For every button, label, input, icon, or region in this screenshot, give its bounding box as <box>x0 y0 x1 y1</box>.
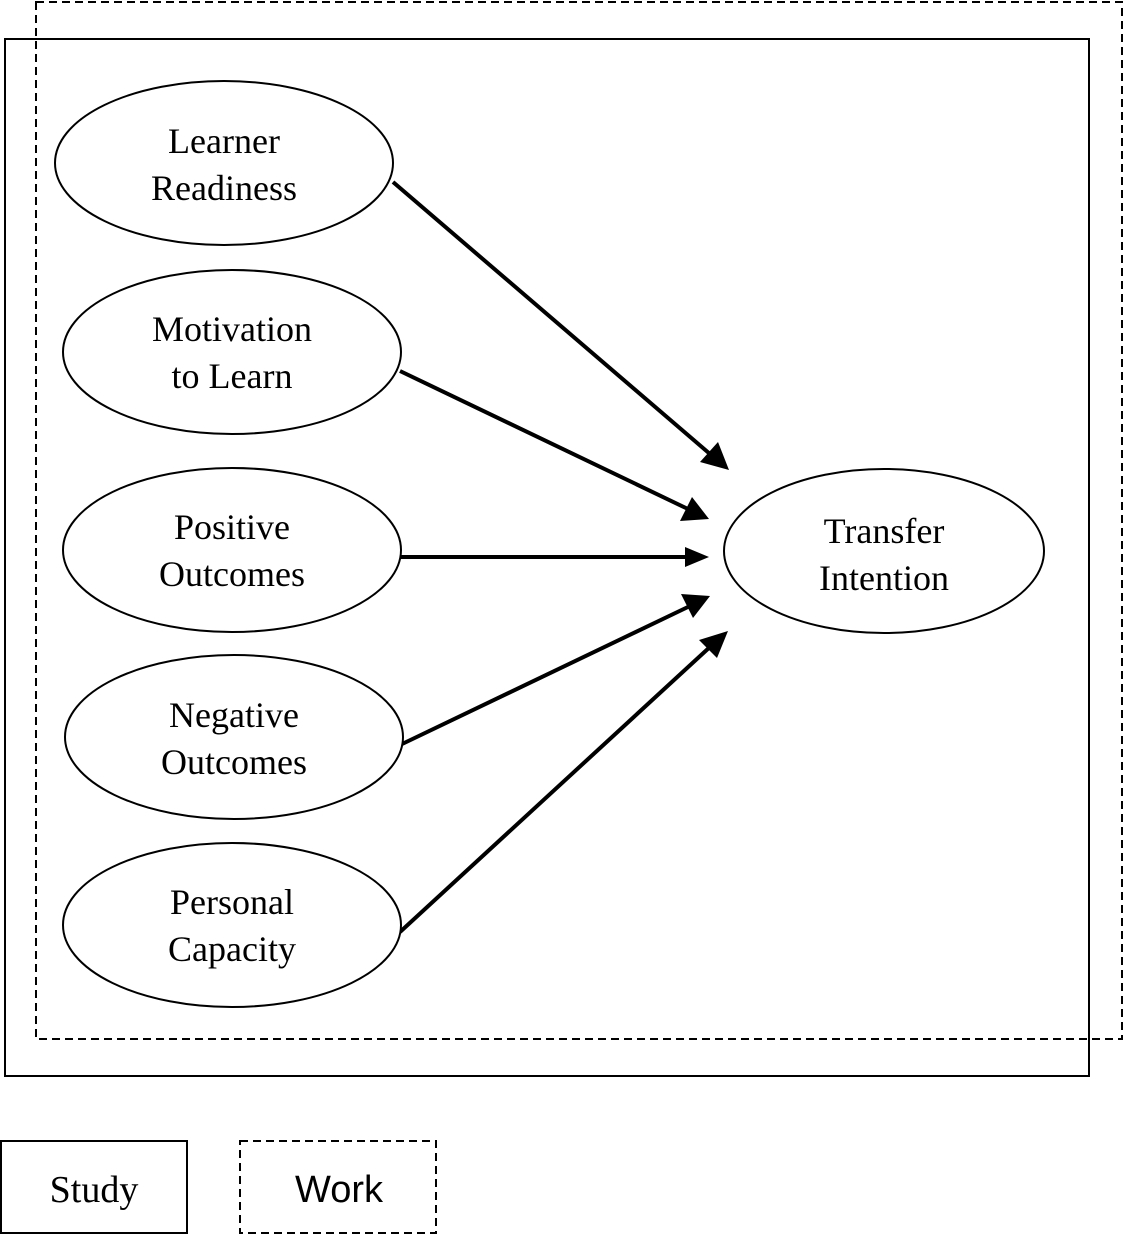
legend-study: Study <box>0 1140 188 1234</box>
legend: Study Work <box>0 1140 437 1234</box>
node-learner-readiness-line1: Learner <box>168 121 280 161</box>
node-transfer-intention: Transfer Intention <box>723 468 1045 634</box>
arrowhead-motivation-to-learn <box>680 497 709 521</box>
arrow-motivation-to-learn-to-transfer-intention <box>399 369 689 511</box>
node-positive-outcomes-line2: Outcomes <box>159 554 305 594</box>
work-frame <box>35 1 1123 1040</box>
node-learner-readiness: Learner Readiness <box>54 80 394 246</box>
arrow-negative-outcomes-to-transfer-intention <box>399 604 691 747</box>
node-motivation-to-learn-ellipse <box>62 269 402 435</box>
node-transfer-intention-line1: Transfer <box>824 511 945 551</box>
node-learner-readiness-line2: Readiness <box>151 168 297 208</box>
arrow-personal-capacity-to-transfer-intention <box>398 644 713 934</box>
node-learner-readiness-ellipse <box>54 80 394 246</box>
study-frame <box>4 38 1090 1077</box>
arrowhead-learner-readiness <box>700 442 729 470</box>
arrowhead-negative-outcomes <box>681 594 710 618</box>
node-personal-capacity-line2: Capacity <box>168 929 296 969</box>
node-positive-outcomes: Positive Outcomes <box>62 467 402 633</box>
node-negative-outcomes-line1: Negative <box>169 695 299 735</box>
node-positive-outcomes-ellipse <box>62 467 402 633</box>
node-personal-capacity: Personal Capacity <box>62 842 402 1008</box>
arrowhead-positive-outcomes <box>685 547 709 567</box>
node-motivation-to-learn-line2: to Learn <box>172 356 293 396</box>
node-negative-outcomes-line2: Outcomes <box>161 742 307 782</box>
arrow-learner-readiness-to-transfer-intention <box>391 180 712 456</box>
node-personal-capacity-ellipse <box>62 842 402 1008</box>
legend-work: Work <box>239 1140 437 1234</box>
node-personal-capacity-line1: Personal <box>170 882 294 922</box>
node-transfer-intention-ellipse <box>723 468 1045 634</box>
node-positive-outcomes-line1: Positive <box>174 507 290 547</box>
node-negative-outcomes: Negative Outcomes <box>64 654 404 820</box>
node-motivation-to-learn-line1: Motivation <box>152 309 312 349</box>
legend-work-label: Work <box>295 1169 384 1211</box>
legend-study-label: Study <box>50 1169 139 1211</box>
legend-work-box <box>239 1140 437 1234</box>
legend-study-box <box>0 1140 188 1234</box>
node-motivation-to-learn: Motivation to Learn <box>62 269 402 435</box>
node-transfer-intention-line2: Intention <box>819 558 949 598</box>
arrowhead-personal-capacity <box>699 631 728 658</box>
edges <box>391 180 729 934</box>
node-negative-outcomes-ellipse <box>64 654 404 820</box>
